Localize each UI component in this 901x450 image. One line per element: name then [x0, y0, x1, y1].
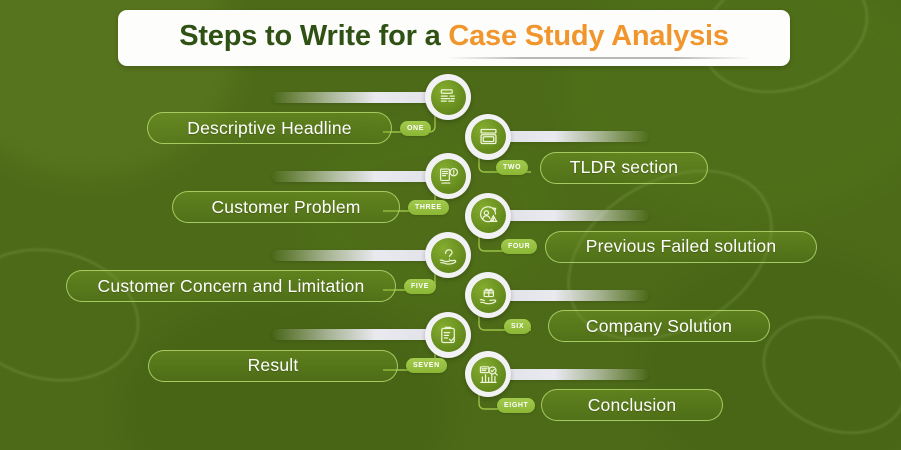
step-number-badge: TWO — [496, 160, 529, 176]
step-elbow-connector — [469, 381, 539, 415]
step-label-text: Previous Failed solution — [585, 236, 777, 257]
page-title-part2: Case Study Analysis — [448, 19, 729, 52]
step-number-badge: FIVE — [404, 278, 436, 294]
step-number-text: TWO — [503, 164, 522, 172]
hand-gift-icon — [470, 277, 506, 313]
page-title-part1: Steps to Write for a — [179, 19, 449, 52]
step-icon-circle[interactable] — [465, 192, 511, 239]
step-label-pill[interactable]: Customer Concern and Limitation — [66, 270, 396, 303]
step-label-pill[interactable]: Conclusion — [541, 389, 723, 422]
step-icon-circle[interactable] — [425, 232, 471, 279]
step-number-text: FOUR — [508, 243, 531, 251]
title-underline — [446, 57, 751, 59]
step-number-text: EIGHT — [504, 401, 529, 409]
step-label-pill[interactable]: TLDR section — [540, 151, 708, 184]
step-number-badge: THREE — [408, 199, 449, 215]
step-number-text: SIX — [511, 322, 525, 330]
step-connector-bar — [497, 131, 649, 143]
step-icon-circle[interactable] — [425, 311, 471, 358]
step-icon-circle[interactable] — [425, 74, 471, 120]
title-bar: Steps to Write for a Case Study Analysis — [118, 10, 790, 66]
step-elbow-connector — [469, 144, 539, 178]
clipboard-check-icon — [430, 317, 466, 353]
step-label-text: Descriptive Headline — [187, 117, 352, 138]
step-label-text: Customer Concern and Limitation — [97, 275, 365, 296]
step-label-pill[interactable]: Customer Problem — [172, 191, 400, 224]
step-connector-bar — [272, 91, 439, 103]
step-number-badge: SIX — [504, 318, 532, 334]
user-warning-icon — [470, 198, 506, 234]
chart-search-icon — [470, 356, 506, 392]
step-label-pill[interactable]: Company Solution — [548, 310, 770, 342]
problem-alert-icon — [430, 158, 466, 194]
step-number-text: FIVE — [411, 282, 429, 290]
step-connector-bar — [272, 249, 439, 261]
step-label-text: Customer Problem — [211, 196, 361, 217]
step-number-badge: SEVEN — [406, 358, 447, 374]
step-icon-circle[interactable] — [465, 113, 511, 160]
step-icon-circle[interactable] — [465, 351, 511, 398]
step-label-text: TLDR section — [569, 157, 679, 178]
step-label-text: Conclusion — [587, 394, 677, 415]
step-label-pill[interactable]: Previous Failed solution — [545, 230, 817, 263]
step-number-text: THREE — [415, 203, 442, 211]
page-title: Steps to Write for a Case Study Analysis — [179, 20, 729, 53]
step-label-text: Result — [247, 355, 299, 376]
step-label-pill[interactable]: Descriptive Headline — [147, 112, 392, 144]
step-number-badge: EIGHT — [497, 397, 536, 413]
step-connector-bar — [497, 210, 649, 222]
step-icon-circle[interactable] — [465, 272, 511, 318]
step-connector-bar — [497, 368, 649, 380]
summary-card-icon — [470, 119, 506, 155]
headline-lines-icon — [430, 79, 466, 115]
step-label-text: Company Solution — [585, 315, 733, 336]
step-number-text: ONE — [407, 124, 424, 132]
step-icon-circle[interactable] — [425, 153, 471, 200]
step-elbow-connector — [469, 223, 539, 257]
hand-question-icon — [430, 237, 466, 273]
step-connector-bar — [272, 329, 439, 341]
step-number-badge: ONE — [400, 120, 431, 136]
step-number-badge: FOUR — [501, 239, 538, 255]
step-number-text: SEVEN — [413, 362, 440, 370]
step-label-pill[interactable]: Result — [148, 349, 398, 382]
step-connector-bar — [272, 170, 439, 182]
step-connector-bar — [497, 289, 649, 301]
step-elbow-connector — [469, 302, 539, 336]
